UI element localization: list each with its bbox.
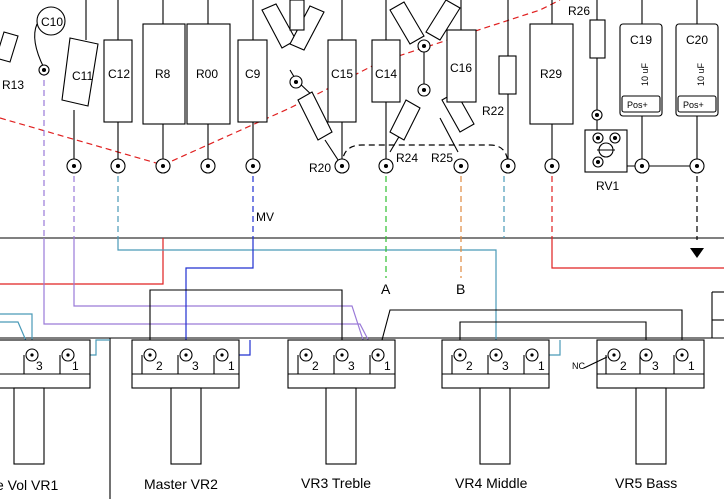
pot-vr3: 2 3 1 VR3 Treble xyxy=(287,339,396,491)
signal-labels: MV A B xyxy=(256,210,465,297)
teal-wires xyxy=(0,166,561,356)
vr1-pin-3: 3 xyxy=(36,359,43,373)
vr5-pin-1: 1 xyxy=(688,359,695,373)
label-c15: C15 xyxy=(331,67,353,81)
vr1-name: e Vol VR1 xyxy=(0,477,58,493)
pot-vr1: 3 1 e Vol VR1 xyxy=(0,339,91,493)
label-r29: R29 xyxy=(540,67,562,81)
component-bodies xyxy=(0,0,719,173)
label-r24: R24 xyxy=(396,151,418,165)
label-rv1: RV1 xyxy=(596,179,619,193)
vr3-pin-3: 3 xyxy=(348,359,355,373)
vr3-pin-2: 2 xyxy=(312,359,319,373)
label-r8: R8 xyxy=(155,67,171,81)
pot-vr2: 2 3 1 Master VR2 xyxy=(131,339,240,492)
vr2-pin-1: 1 xyxy=(228,359,235,373)
label-c12: C12 xyxy=(108,67,130,81)
label-c19-pos: Pos+ xyxy=(627,100,648,110)
label-c11: C11 xyxy=(72,69,93,83)
blue-wires xyxy=(185,166,254,356)
pot-vr4: 2 3 1 VR4 Middle xyxy=(441,339,550,491)
solder-pads xyxy=(38,39,705,174)
vr3-name: VR3 Treble xyxy=(301,475,371,491)
vr4-pin-1: 1 xyxy=(538,359,545,373)
vr3-pin-1: 1 xyxy=(384,359,391,373)
label-c20-pos: Pos+ xyxy=(683,100,704,110)
vr1-pin-1: 1 xyxy=(72,359,79,373)
label-mv: MV xyxy=(256,210,274,224)
label-c19: C19 xyxy=(630,33,652,47)
vr4-name: VR4 Middle xyxy=(455,475,528,491)
black-dashed-traces xyxy=(341,144,698,240)
label-c20-value: 10 uF xyxy=(696,62,706,86)
label-b: B xyxy=(456,281,465,297)
ground-arrow-icon xyxy=(690,248,704,258)
label-a: A xyxy=(381,281,391,297)
pcb-board-edge xyxy=(0,237,724,499)
label-r25: R25 xyxy=(431,151,453,165)
label-c19-value: 10 uF xyxy=(640,62,650,86)
label-c9: C9 xyxy=(245,67,261,81)
label-r22: R22 xyxy=(482,104,504,118)
label-r00: R00 xyxy=(196,67,218,81)
label-r26: R26 xyxy=(568,4,590,18)
vr4-pin-3: 3 xyxy=(502,359,509,373)
vr4-pin-2: 2 xyxy=(466,359,473,373)
black-wires xyxy=(149,289,683,356)
vr5-pin-2: 2 xyxy=(620,359,627,373)
red-wires xyxy=(0,238,724,285)
label-c14: C14 xyxy=(375,67,397,81)
label-r20: R20 xyxy=(309,161,331,175)
vr5-nc-label: NC xyxy=(572,361,585,371)
pot-vr5: NC 2 3 1 VR5 Bass xyxy=(572,339,705,491)
label-c16: C16 xyxy=(450,61,472,75)
vr2-name: Master VR2 xyxy=(144,476,218,492)
vr5-pin-3: 3 xyxy=(652,359,659,373)
label-c10: C10 xyxy=(41,15,63,29)
vr2-pin-3: 3 xyxy=(192,359,199,373)
label-c20: C20 xyxy=(686,33,708,47)
vr2-pin-2: 2 xyxy=(156,359,163,373)
label-r13: R13 xyxy=(2,78,24,92)
component-labels: C10 R13 C11 C12 R8 R00 C9 C15 C14 C16 R2… xyxy=(2,4,708,193)
vr5-name: VR5 Bass xyxy=(615,475,677,491)
